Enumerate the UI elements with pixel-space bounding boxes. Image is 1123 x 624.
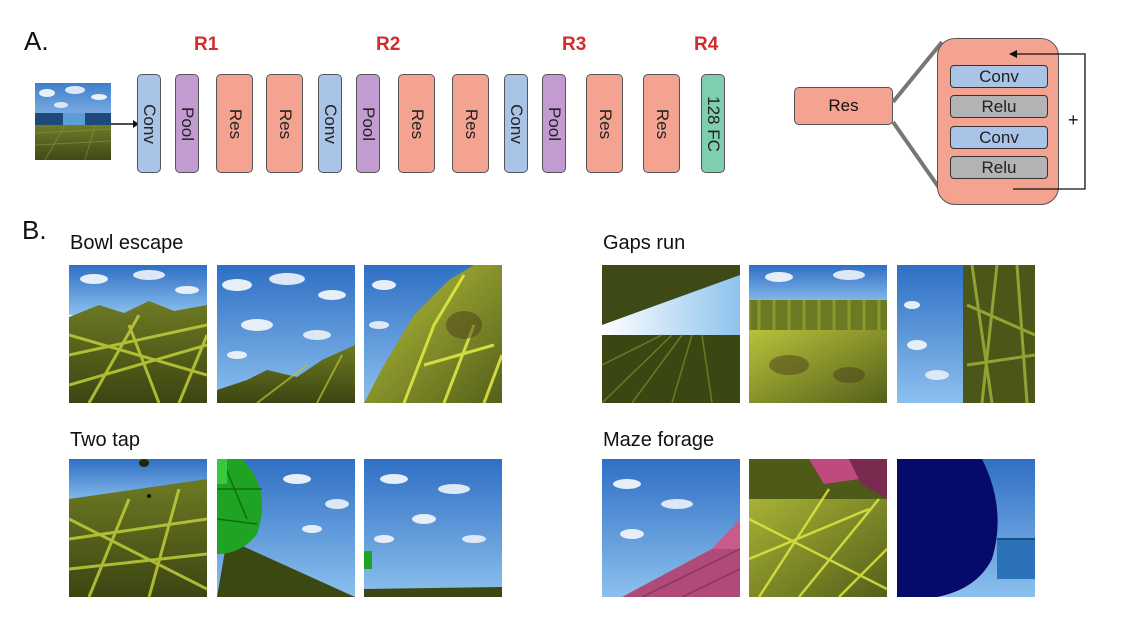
res-inner-relu-1: Relu	[950, 95, 1048, 118]
gaps-run-frame-3	[897, 265, 1035, 403]
block-label: Conv	[140, 103, 159, 144]
block-label: Pool	[359, 106, 378, 141]
block-label: Res	[461, 108, 481, 139]
block-conv-2: Conv	[318, 74, 342, 173]
block-res-1b: Res	[266, 74, 303, 173]
block-res-3b: Res	[643, 74, 680, 173]
block-conv-3: Conv	[504, 74, 528, 173]
block-label: Pool	[545, 106, 564, 141]
bowl-escape-frame-1	[69, 265, 207, 403]
stage-label-r3: R3	[562, 34, 587, 55]
stage-label-r4: R4	[694, 34, 719, 55]
block-res-2b: Res	[452, 74, 489, 173]
gaps-run-frame-1	[602, 265, 740, 403]
res-block-legend-label: Res	[828, 96, 859, 115]
stage-label-r2: R2	[376, 34, 401, 55]
bowl-escape-frame-3	[364, 265, 502, 403]
panel-b-letter: B.	[22, 215, 47, 245]
block-label: Res	[595, 108, 615, 139]
maze-forage-frame-3	[897, 459, 1035, 597]
block-res-2a: Res	[398, 74, 435, 173]
block-label: Res	[225, 108, 245, 139]
block-label: Conv	[507, 103, 526, 144]
res-inner-label: Relu	[981, 158, 1017, 177]
stage-label-r1: R1	[194, 34, 219, 55]
block-label: Res	[652, 108, 672, 139]
block-label: Res	[407, 108, 427, 139]
skip-plus-symbol: +	[1068, 110, 1079, 130]
res-inner-label: Relu	[981, 97, 1017, 116]
block-pool-2: Pool	[356, 74, 380, 173]
res-inner-label: Conv	[979, 67, 1019, 86]
res-inner-conv-1: Conv	[950, 65, 1048, 88]
block-conv-1: Conv	[137, 74, 161, 173]
block-res-1a: Res	[216, 74, 253, 173]
res-inner-conv-2: Conv	[950, 126, 1048, 149]
input-arrow	[111, 120, 139, 128]
block-pool-1: Pool	[175, 74, 199, 173]
res-block-legend: Res	[794, 87, 893, 125]
bowl-escape-frame-2	[217, 265, 355, 403]
task-title-two-tap: Two tap	[70, 429, 141, 451]
res-inner-relu-2: Relu	[950, 156, 1048, 179]
maze-forage-frame-1	[602, 459, 740, 597]
block-fc-128: 128 FC	[701, 74, 725, 173]
two-tap-frame-2	[217, 459, 355, 597]
task-title-gaps-run: Gaps run	[603, 232, 686, 254]
gaps-run-frame-2	[749, 265, 887, 403]
res-inner-label: Conv	[979, 128, 1019, 147]
skip-connection-arrow	[1009, 50, 1086, 190]
block-label: 128 FC	[704, 95, 723, 152]
task-title-bowl-escape: Bowl escape	[70, 232, 184, 254]
task-title-maze-forage: Maze forage	[603, 429, 715, 451]
res-expansion-lines	[891, 40, 944, 194]
maze-forage-frame-2	[749, 459, 887, 597]
two-tap-frame-1	[69, 459, 207, 597]
two-tap-frame-3	[364, 459, 502, 597]
block-pool-3: Pool	[542, 74, 566, 173]
panel-a-letter: A.	[24, 26, 49, 56]
block-label: Conv	[321, 103, 340, 144]
input-image	[35, 83, 111, 160]
block-label: Pool	[178, 106, 197, 141]
block-label: Res	[275, 108, 295, 139]
block-res-3a: Res	[586, 74, 623, 173]
